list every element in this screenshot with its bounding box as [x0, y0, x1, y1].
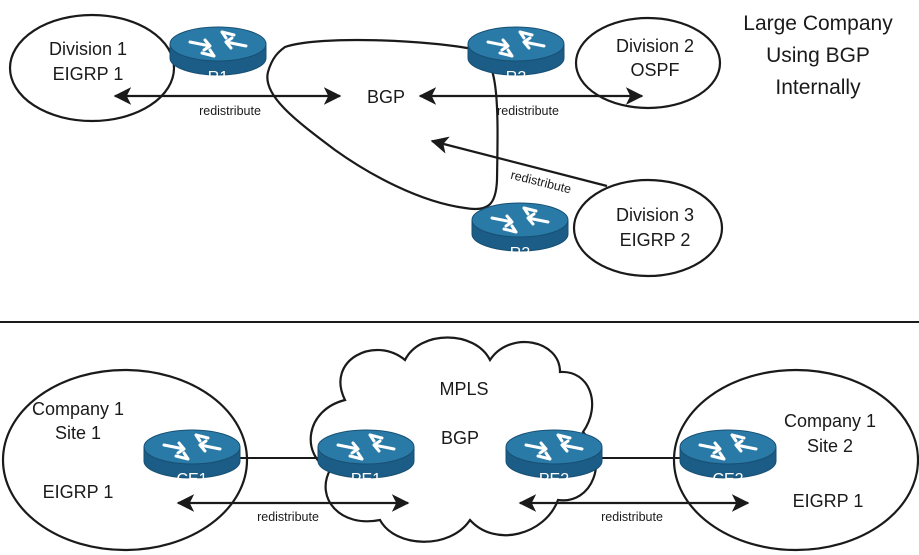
router-pe2-label: PE2 [539, 471, 569, 488]
router-r2-icon [466, 25, 566, 77]
division1-ellipse [8, 13, 176, 123]
router-r3-icon [470, 201, 570, 253]
router-ce1-label: CE1 [176, 471, 207, 488]
site2-protocol: EIGRP 1 [793, 491, 864, 511]
site2-ellipse [672, 368, 919, 552]
division3-protocol: EIGRP 2 [620, 230, 691, 250]
site1-protocol: EIGRP 1 [43, 482, 114, 502]
division1-protocol: EIGRP 1 [53, 64, 124, 84]
site1-site: Site 1 [55, 423, 101, 443]
redistribute-arrow-r3 [430, 136, 608, 188]
division2-ellipse [574, 16, 722, 110]
site2-site: Site 2 [807, 436, 853, 456]
router-ce2-label: CE2 [712, 471, 743, 488]
site1-ellipse [1, 368, 249, 552]
router-r1-icon [168, 25, 268, 77]
router-r1-label: R1 [208, 69, 229, 86]
site1-company: Company 1 [32, 399, 124, 419]
redistribute-label-site2: redistribute [601, 510, 663, 524]
cloud-bgp-label: BGP [441, 428, 479, 448]
mpls-label: MPLS [439, 379, 488, 399]
redistribute-label-r2: redistribute [497, 104, 559, 118]
division1-name: Division 1 [49, 39, 127, 59]
division3-ellipse [572, 178, 724, 278]
mpls-cloud [309, 336, 598, 543]
top-section: Division 1 EIGRP 1 Division 2 OSPF Divis… [8, 12, 893, 278]
bgp-label: BGP [367, 87, 405, 107]
division2-protocol: OSPF [630, 60, 679, 80]
router-pe1-label: PE1 [351, 471, 381, 488]
title-line-1: Large Company [743, 12, 893, 35]
division3-name: Division 3 [616, 205, 694, 225]
site2-company: Company 1 [784, 411, 876, 431]
division2-name: Division 2 [616, 36, 694, 56]
redistribute-label-r3: redistribute [509, 168, 572, 197]
redistribute-label-r1: redistribute [199, 104, 261, 118]
title-line-3: Internally [775, 76, 861, 99]
redistribute-label-site1: redistribute [257, 510, 319, 524]
router-r2-label: R2 [506, 69, 527, 86]
bottom-section: Company 1 Site 1 EIGRP 1 Company 1 Site … [1, 336, 919, 552]
bgp-domain-outline [266, 38, 499, 211]
title-line-2: Using BGP [766, 44, 870, 67]
router-r3-label: R3 [510, 245, 531, 262]
